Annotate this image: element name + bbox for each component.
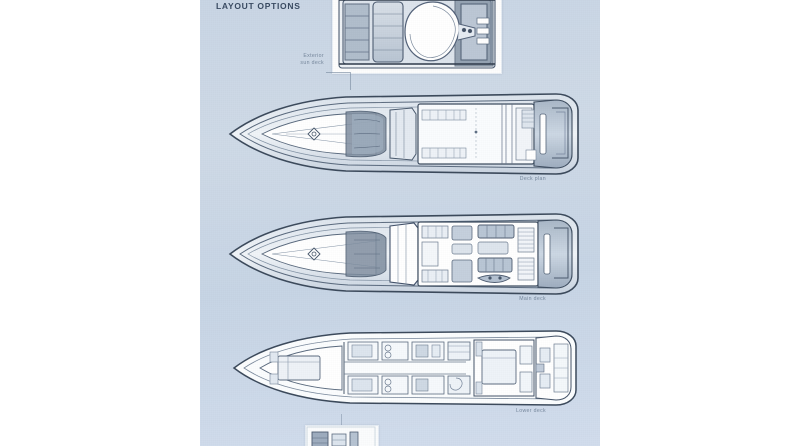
exterior-leader-line-horizontal [326,72,350,73]
caption-exterior-sun-deck: Exterior sun deck [300,53,324,66]
main-deck-drawing [226,208,586,300]
exterior-sun-deck-drawing [337,0,497,69]
right-margin [600,0,800,446]
page-title: LAYOUT OPTIONS [216,1,301,11]
caption-deck-plan: Deck plan [519,176,546,182]
left-margin [0,0,200,446]
detail-inset-leader-line [341,414,342,425]
caption-lower-deck: Lower deck [515,408,546,414]
detail-inset-bottom [305,425,379,446]
exterior-leader-line [350,72,351,90]
deck-plan-drawing [226,88,586,180]
layout-options-panel: LAYOUT OPTIONS [200,0,600,446]
lower-deck-drawing [226,322,586,414]
exterior-sun-deck-inset [332,0,502,74]
caption-main-deck: Main deck [519,296,546,302]
